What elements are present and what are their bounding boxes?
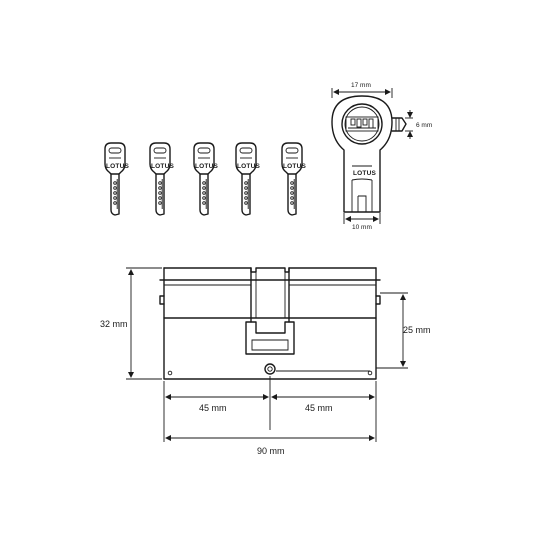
cam-height-dimension: 25 mm [403,325,431,335]
key-brand-label: LOTUS [195,163,218,170]
key-4: LOTUS [235,142,260,216]
height-dimension: 32 mm [100,319,128,329]
key-brand-label: LOTUS [283,163,306,170]
key-brand-label: LOTUS [151,163,174,170]
key-3: LOTUS [193,142,218,216]
front-bottom-dimension: 10 mm [352,224,372,231]
front-width-dimension: 17 mm [351,82,371,89]
key-2: LOTUS [149,142,174,216]
cam-width-dimension: 6 mm [416,122,432,129]
key-1: LOTUS [104,142,129,216]
key-brand-label: LOTUS [106,163,129,170]
right-length-dimension: 45 mm [305,403,333,413]
key-brand-label: LOTUS [237,163,260,170]
key-5: LOTUS [281,142,306,216]
left-length-dimension: 45 mm [199,403,227,413]
cylinder-side-view: 32 mm 25 mm 45 mm 45 mm 90 mm [100,267,431,456]
cylinder-front-view: 17 mm LOTUS 6 mm [331,82,432,231]
total-length-dimension: 90 mm [257,446,285,456]
front-brand-label: LOTUS [353,170,376,177]
